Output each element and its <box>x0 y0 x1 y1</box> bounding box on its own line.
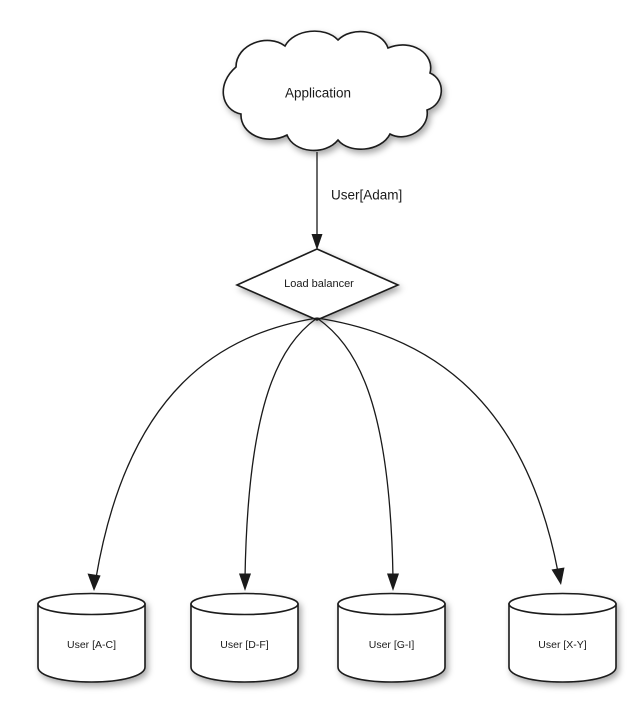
cylinder-top-2 <box>337 592 446 616</box>
edge-curve-3 <box>316 317 394 579</box>
edge-balancer-to-db-ac <box>87 317 318 591</box>
arrowhead-db-gi <box>387 573 399 591</box>
edge-balancer-to-db-df <box>239 317 318 591</box>
arrowhead-db-df <box>239 573 251 591</box>
node-load-balancer[interactable]: Load balancer <box>235 248 400 321</box>
node-database-0[interactable]: User [A-C] <box>37 592 146 683</box>
edge-curve-2 <box>244 317 318 579</box>
database-label-1: User [D-F] <box>220 639 268 651</box>
edge-application-to-balancer: User[Adam] <box>311 152 402 250</box>
database-label-2: User [G-I] <box>369 639 415 651</box>
cylinder-body-1 <box>190 603 299 683</box>
application-label: Application <box>285 86 351 101</box>
edge-curve-1 <box>95 317 318 579</box>
load-balancer-label: Load balancer <box>284 278 354 290</box>
node-database-1[interactable]: User [D-F] <box>190 592 299 683</box>
node-database-2[interactable]: User [G-I] <box>337 592 446 683</box>
cloud-shape <box>222 30 443 152</box>
node-database-3[interactable]: User [X-Y] <box>508 592 617 683</box>
arrowhead-db-xy <box>551 567 565 585</box>
cylinder-body-2 <box>337 603 446 683</box>
arrowhead-to-balancer <box>311 234 323 250</box>
node-application-cloud[interactable]: Application <box>222 30 443 152</box>
cylinder-top-3 <box>508 592 617 616</box>
edge-curve-4 <box>316 317 559 573</box>
edge-balancer-to-db-xy <box>316 317 565 585</box>
arrowhead-db-ac <box>87 573 101 591</box>
database-label-0: User [A-C] <box>67 639 116 651</box>
edge-label-user-adam: User[Adam] <box>331 188 402 203</box>
cylinder-top-1 <box>190 592 299 616</box>
diamond-shape <box>235 248 400 321</box>
cylinder-top-0 <box>37 592 146 616</box>
cylinder-body-0 <box>37 603 146 683</box>
cylinder-body-3 <box>508 603 617 683</box>
edge-balancer-to-db-gi <box>316 317 399 591</box>
database-label-3: User [X-Y] <box>538 639 587 651</box>
